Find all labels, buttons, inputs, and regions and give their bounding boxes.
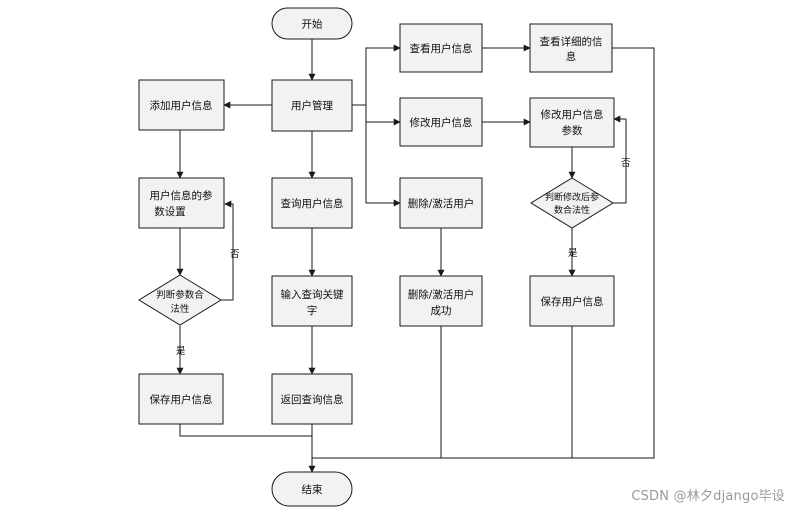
return-query-info-label: 返回查询信息 <box>281 393 344 406</box>
judge-modified-label-line1: 判断修改后参 <box>545 191 599 203</box>
judge-modified-diamond <box>530 177 614 229</box>
modify-params-label-line2: 参数 <box>562 124 583 137</box>
query-user-info-box <box>271 177 353 229</box>
edge-manage-branch-trunk <box>352 44 401 106</box>
delete-activate-success-box <box>399 275 483 327</box>
delete-activate-success-label-line1: 删除/激活用户 <box>408 288 475 301</box>
end-terminator <box>271 471 353 507</box>
start-terminator <box>271 7 353 40</box>
connectors <box>176 39 655 473</box>
modify-user-info-box <box>399 97 483 147</box>
view-user-info-label: 查看用户信息 <box>410 42 473 55</box>
input-keywords-label-line1: 输入查询关键 <box>281 288 344 301</box>
view-details-label-line2: 息 <box>566 50 577 63</box>
csdn-watermark: CSDN @林夕django毕设 <box>631 489 785 504</box>
judge-params-label-line2: 法性 <box>170 303 190 315</box>
view-user-info-box <box>399 23 483 73</box>
user-management-label: 用户管理 <box>291 99 333 112</box>
save-user-info-right-box <box>529 275 615 327</box>
save-user-info-right-label: 保存用户信息 <box>541 295 604 308</box>
user-info-params-label-line1: 用户信息的参 <box>150 189 213 202</box>
user-info-params-box <box>138 177 225 229</box>
start-label: 开始 <box>302 18 323 31</box>
query-user-info-label: 查询用户信息 <box>281 197 344 210</box>
edge-label-no-right: 否 <box>621 158 631 169</box>
user-info-params-label-line2: 数设置 <box>154 205 186 218</box>
add-user-info-box <box>138 79 225 131</box>
user-management-box <box>271 79 353 132</box>
view-details-label-line1: 查看详细的信 <box>540 35 603 48</box>
edge-judge-no-loop <box>221 200 234 301</box>
judge-params-diamond <box>138 274 222 326</box>
delete-activate-box <box>399 177 483 229</box>
edge-label-yes-left: 是 <box>176 346 186 357</box>
input-keywords-box <box>271 275 353 327</box>
view-details-box <box>529 23 613 73</box>
edge-mjudge-no-loop <box>613 115 627 204</box>
judge-modified-label-line2: 数合法性 <box>554 204 590 216</box>
edge-details-to-end <box>312 47 655 459</box>
return-query-info-box <box>271 373 353 425</box>
edge-label-no-left: 否 <box>230 249 240 260</box>
modify-params-box <box>529 97 615 148</box>
modify-user-info-label: 修改用户信息 <box>410 116 473 129</box>
nodes: 开始 用户管理 添加用户信息 用户信息的参 数设置 判断参数合 法性 保存用户信… <box>138 7 615 507</box>
edge-branch-to-delete <box>365 105 401 207</box>
delete-activate-label: 删除/激活用户 <box>408 197 475 210</box>
edge-labels: 否 是 否 是 <box>176 158 631 357</box>
edge-label-yes-right: 是 <box>568 248 578 259</box>
modify-params-label-line1: 修改用户信息 <box>541 108 604 121</box>
save-user-info-left-box <box>138 373 224 425</box>
judge-params-label-line1: 判断参数合 <box>156 289 204 301</box>
delete-activate-success-label-line2: 成功 <box>431 305 452 317</box>
edge-save-left-to-end <box>179 424 312 437</box>
input-keywords-label-line2: 字 <box>307 304 318 317</box>
save-user-info-left-label: 保存用户信息 <box>150 393 213 406</box>
end-label: 结束 <box>302 483 323 496</box>
add-user-info-label: 添加用户信息 <box>150 99 213 112</box>
